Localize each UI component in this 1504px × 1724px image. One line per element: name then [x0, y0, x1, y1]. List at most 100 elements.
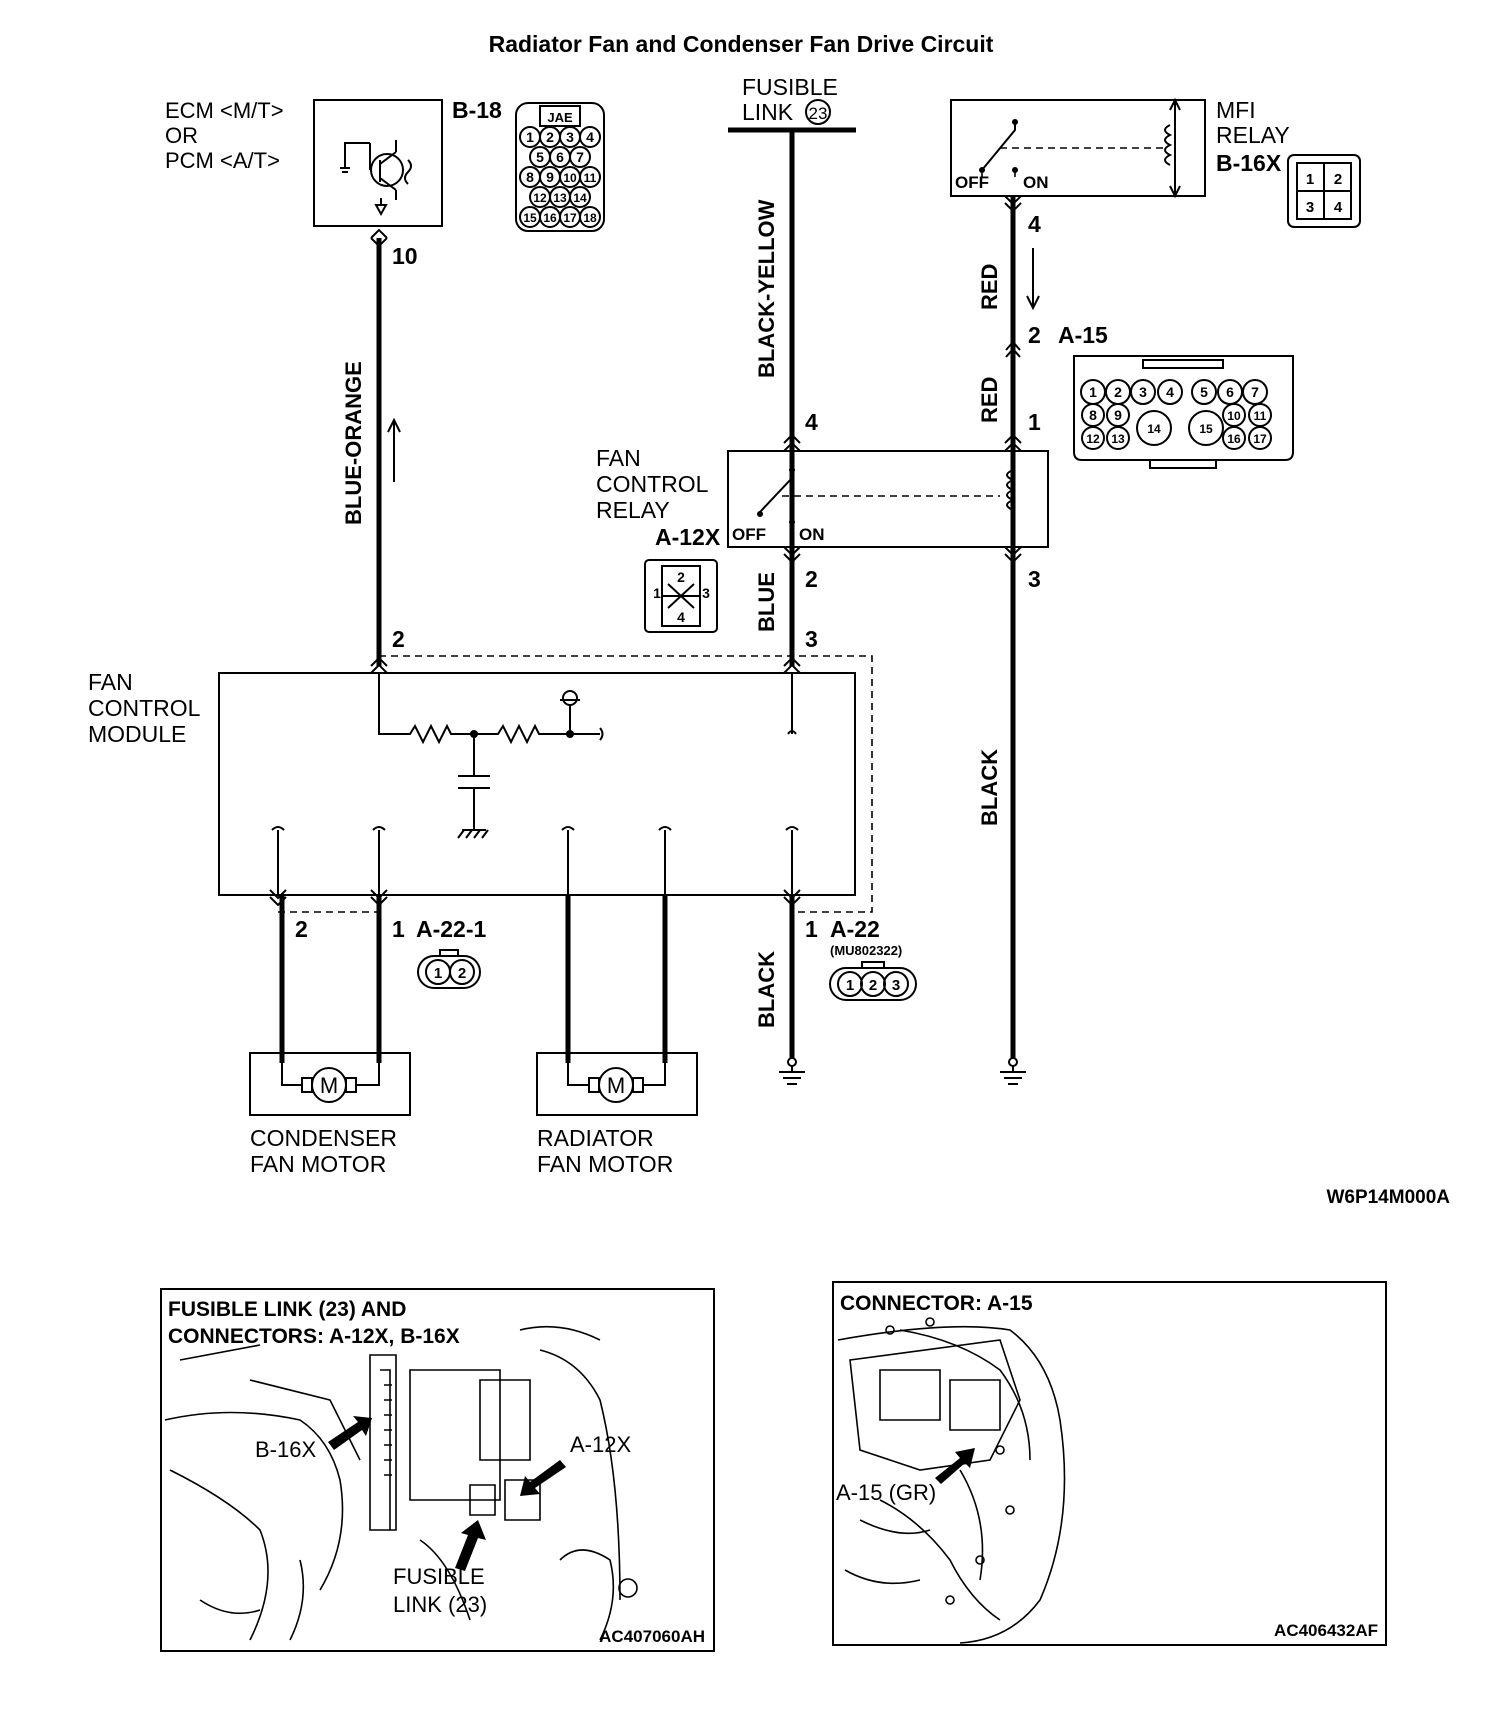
svg-text:4: 4	[1166, 384, 1174, 400]
svg-text:1: 1	[1306, 171, 1314, 188]
b18-pin: 11	[579, 166, 601, 188]
a15-pin: 12	[1081, 426, 1105, 450]
b16x-connector-icon: 1 2 3 4	[1287, 154, 1361, 228]
ecm-label-3: PCM <A/T>	[165, 148, 280, 173]
a15-pin-2: 2	[1028, 322, 1041, 348]
fan-relay-pin-3: 3	[1028, 566, 1041, 592]
module-box	[218, 672, 856, 896]
b18-pin: 17	[559, 206, 581, 228]
ecm-label-1: ECM <M/T>	[165, 98, 284, 123]
a15-pin: 2	[1105, 379, 1131, 405]
svg-text:1: 1	[434, 965, 442, 982]
a22-1-pin-2: 2	[295, 916, 308, 942]
arrow-a15-icon	[935, 1448, 975, 1484]
arrow-a12x-icon	[520, 1460, 566, 1496]
pin-marks	[269, 195, 1022, 907]
callout-fusible-2: LINK (23)	[393, 1592, 487, 1617]
svg-text:3: 3	[1306, 199, 1314, 216]
b18-pin: 6	[549, 146, 571, 168]
module-pin-3: 3	[805, 626, 818, 652]
panel-right-code: AC406432AF	[1274, 1621, 1378, 1640]
a15-pin: 1	[1080, 379, 1106, 405]
callout-fusible-1: FUSIBLE	[393, 1564, 485, 1589]
b18-pin: 2	[539, 126, 561, 148]
svg-text:12: 12	[1086, 432, 1100, 446]
mfi-label-2: RELAY	[1216, 122, 1290, 148]
a15-pin: 10	[1222, 403, 1246, 427]
svg-text:1: 1	[1089, 384, 1097, 400]
svg-text:7: 7	[576, 149, 584, 165]
b18-pin: 3	[559, 126, 581, 148]
ground-icon	[1000, 1057, 1026, 1085]
svg-text:1: 1	[846, 977, 854, 994]
engine-bay-sketch	[837, 1317, 1066, 1644]
panel-left-title-1: FUSIBLE LINK (23) AND	[168, 1298, 406, 1321]
a15-pin: 8	[1081, 403, 1105, 427]
a15-pin: 7	[1242, 379, 1268, 405]
wire-label-red-2: RED	[977, 377, 1002, 423]
svg-text:6: 6	[1226, 384, 1234, 400]
svg-text:14: 14	[1147, 422, 1161, 436]
a15-pin: 14	[1136, 410, 1172, 446]
module-label-3: MODULE	[88, 721, 186, 747]
a15-pin: 5	[1191, 379, 1217, 405]
mfi-relay-box	[950, 99, 1206, 197]
svg-text:13: 13	[553, 191, 567, 205]
diagram-title: Radiator Fan and Condenser Fan Drive Cir…	[489, 31, 994, 57]
mfi-pin-4: 4	[1028, 211, 1041, 237]
a15-pin: 17	[1248, 426, 1272, 450]
b18-pin: 15	[519, 206, 541, 228]
fan-relay-box	[727, 450, 1049, 548]
svg-text:17: 17	[1253, 432, 1267, 446]
arrow-tip	[370, 228, 388, 239]
svg-text:6: 6	[556, 149, 564, 165]
fusible-label-2: LINK	[742, 99, 794, 125]
b18-pin: 5	[529, 146, 551, 168]
svg-text:10: 10	[1227, 409, 1241, 423]
arrow-b16x-icon	[328, 1416, 372, 1450]
a15-pin-1: 1	[1028, 409, 1041, 435]
svg-text:8: 8	[526, 169, 534, 185]
a15-connector-mark	[1005, 340, 1021, 358]
svg-text:4: 4	[677, 609, 685, 625]
wire-label-black-yellow: BLACK-YELLOW	[754, 199, 779, 378]
wire-label-blue: BLUE	[754, 572, 779, 632]
svg-text:7: 7	[1251, 384, 1259, 400]
svg-text:13: 13	[1111, 432, 1125, 446]
b18-pin: 12	[529, 186, 551, 208]
svg-text:3: 3	[1139, 384, 1147, 400]
mfi-label-1: MFI	[1216, 97, 1256, 123]
svg-text:2: 2	[677, 569, 685, 585]
ground-icon	[779, 1057, 805, 1085]
ecm-pin-10: 10	[392, 243, 418, 269]
svg-text:1: 1	[653, 585, 661, 601]
a15-connector-label: A-15	[1058, 322, 1108, 348]
svg-text:2: 2	[458, 965, 466, 982]
svg-text:11: 11	[1254, 409, 1267, 423]
svg-text:16: 16	[543, 211, 557, 225]
svg-text:M: M	[320, 1073, 338, 1098]
b18-pin: 14	[569, 186, 591, 208]
fusible-label-1: FUSIBLE	[742, 74, 838, 100]
svg-text:12: 12	[533, 191, 547, 205]
a12x-connector-icon: 2 1 3 4	[644, 559, 718, 633]
svg-text:9: 9	[1114, 407, 1122, 423]
radiator-fan-motor: M RADIATOR FAN MOTOR	[536, 1052, 698, 1177]
panel-right-title: CONNECTOR: A-15	[840, 1292, 1033, 1315]
svg-text:2: 2	[1334, 171, 1342, 188]
wire-label-blue-orange: BLUE-ORANGE	[341, 361, 366, 525]
fan-relay-label-1: FAN	[596, 445, 641, 471]
svg-text:17: 17	[563, 211, 577, 225]
svg-text:2: 2	[546, 129, 554, 145]
radiator-label-1: RADIATOR	[537, 1125, 654, 1151]
module-pin-2: 2	[392, 626, 405, 652]
b18-pin: 9	[539, 166, 561, 188]
mfi-relay-block: OFF ON MFI RELAY B-16X 1 2 3 4	[950, 97, 1361, 228]
a15-pin: 15	[1188, 410, 1224, 446]
wire-label-black-right: BLACK	[977, 749, 1002, 826]
ecm-box	[313, 99, 443, 227]
svg-text:JAE: JAE	[547, 110, 573, 125]
fan-relay-block: FAN CONTROL RELAY A-12X OFF ON 2 1 3 4	[596, 445, 1049, 633]
callout-b16x: B-16X	[255, 1437, 316, 1462]
svg-text:2: 2	[1114, 384, 1122, 400]
